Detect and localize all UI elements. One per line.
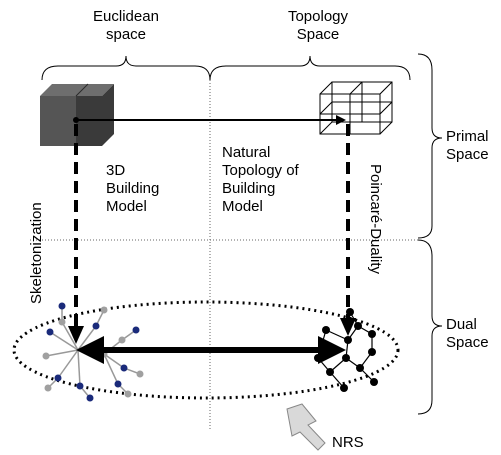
building-model-box: [40, 83, 114, 146]
nrs-ellipse: [12, 300, 400, 400]
skeletonization-label: Skeletonization: [28, 202, 45, 304]
primal-space-label: Primal Space: [446, 128, 489, 163]
nrs-arrow: [286, 403, 326, 451]
natural-topology-label: Natural Topology of Building Model: [222, 144, 299, 215]
topology-brace: [209, 55, 411, 81]
nrs-label: NRS: [332, 434, 364, 451]
model-mapping-arrow: [73, 115, 346, 125]
topology-label: Topology Space: [287, 8, 349, 43]
dual-space-label: Dual Space: [446, 316, 489, 351]
dual-graph: [314, 308, 378, 392]
dual-brace: [417, 239, 443, 415]
topology-wireframe: [319, 81, 393, 135]
poincare-duality-label: Poincaré-Duality: [367, 164, 384, 275]
euclidean-label: Euclidean space: [93, 8, 159, 43]
building-model-label: 3D Building Model: [106, 162, 160, 215]
euclidean-brace: [41, 55, 211, 81]
primal-brace: [417, 53, 443, 239]
dual-mapping-arrow: [76, 336, 346, 364]
